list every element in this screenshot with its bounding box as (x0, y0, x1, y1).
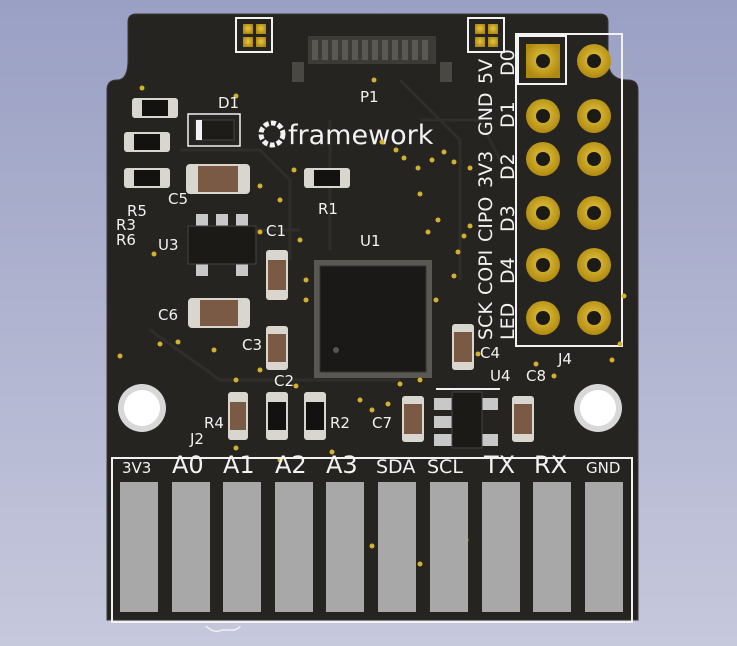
header-pad-icon (526, 196, 560, 230)
edge-pin-label: 3V3 (122, 459, 151, 477)
ref-label-u1: U1 (360, 232, 381, 250)
edge-contact (326, 482, 364, 612)
ref-label-c4: C4 (480, 344, 500, 362)
ic-u4 (434, 388, 500, 449)
header-labels: 5V GND 3V3 CIPO COPI SCK D0 D1 D2 D3 D4 … (475, 49, 519, 340)
header-pin-label: CIPO (475, 197, 497, 242)
header-pin-label: LED (497, 303, 519, 340)
edge-contact (378, 482, 416, 612)
resistor-cluster-left (124, 98, 178, 188)
edge-pin-label: A1 (223, 451, 255, 479)
edge-contact (120, 482, 158, 612)
ref-label-d1: D1 (218, 94, 239, 112)
ref-designators: D1 P1 R5 R3 R6 C5 U3 R1 C1 U1 C6 C3 C2 R… (116, 88, 572, 448)
ref-label-r6: R6 (116, 231, 136, 249)
edge-contact (223, 482, 261, 612)
ref-label-r1: R1 (318, 200, 338, 218)
edge-labels: 3V3 A0 A1 A2 A3 SDA SCL TX RX GND (122, 451, 620, 479)
test-pad-left (235, 17, 273, 53)
header-pad-icon (577, 142, 611, 176)
header-pad-icon (526, 142, 560, 176)
edge-contact (172, 482, 210, 612)
ref-label-c6: C6 (158, 306, 178, 324)
header-pads-right (577, 44, 611, 335)
capacitor-c2 (266, 392, 288, 440)
edge-pin-label: A0 (172, 451, 204, 479)
edge-pin-label: TX (483, 451, 515, 479)
resistor-r2 (304, 392, 326, 440)
ref-label-j4: J4 (557, 350, 572, 368)
header-pin-label: GND (475, 92, 497, 136)
ref-label-u3: U3 (158, 236, 179, 254)
mounting-hole-left-icon (118, 384, 166, 432)
ref-label-c5: C5 (168, 190, 188, 208)
header-pad-square-icon (526, 44, 560, 78)
header-pin-label: D4 (497, 257, 519, 284)
edge-contact (275, 482, 313, 612)
header-pads-left (526, 44, 560, 335)
header-pad-icon (526, 99, 560, 133)
capacitor-c4 (452, 324, 474, 370)
resistor-r4 (228, 392, 248, 440)
header-j4 (515, 33, 623, 347)
ref-label-r5: R5 (127, 202, 147, 220)
framework-logo: framework (258, 120, 434, 151)
capacitor-c8 (512, 396, 534, 442)
test-pad-right (467, 17, 505, 53)
ref-label-r4: R4 (204, 414, 224, 432)
header-pin-label: D2 (497, 153, 519, 180)
header-pad-icon (577, 248, 611, 282)
ref-label-c3: C3 (242, 336, 262, 354)
ic-u3 (187, 214, 257, 276)
header-pin-label: D3 (497, 205, 519, 232)
brand-text: framework (288, 120, 434, 151)
edge-pin-label: GND (586, 459, 620, 477)
header-pin-label: SCK (475, 302, 497, 340)
edge-contact (482, 482, 520, 612)
header-pin-label: COPI (475, 250, 497, 295)
ref-label-c1: C1 (266, 222, 286, 240)
edge-contact (585, 482, 623, 612)
usb-connector-p1 (292, 36, 452, 82)
header-pin-label: 5V (475, 59, 497, 84)
edge-connector-j2 (111, 457, 633, 633)
header-pad-icon (577, 99, 611, 133)
ref-label-u4: U4 (490, 367, 511, 385)
edge-contact (533, 482, 571, 612)
diode-d1 (187, 113, 241, 147)
ref-label-c2: C2 (274, 372, 294, 390)
edge-pin-label: A3 (326, 451, 358, 479)
ref-label-r2: R2 (330, 414, 350, 432)
header-pad-icon (577, 44, 611, 78)
edge-pin-label: SCL (427, 456, 463, 478)
mounting-hole-right-icon (574, 384, 622, 432)
capacitor-c7 (402, 396, 424, 442)
ref-label-p1: P1 (360, 88, 379, 106)
header-pad-icon (577, 196, 611, 230)
header-pad-icon (577, 301, 611, 335)
header-pin-label: D0 (497, 49, 519, 76)
vias (117, 77, 627, 567)
resistor-r1 (304, 168, 350, 188)
ref-label-c7: C7 (372, 414, 392, 432)
capacitor-c5 (186, 164, 250, 194)
capacitor-c3 (266, 326, 288, 370)
header-pad-icon (526, 301, 560, 335)
capacitor-c6 (188, 298, 250, 328)
ref-label-c8: C8 (526, 367, 546, 385)
capacitor-c1 (266, 250, 288, 300)
ref-label-j2: J2 (189, 430, 204, 448)
ref-label-r3: R3 (116, 216, 136, 234)
edge-pin-label: SDA (376, 456, 415, 478)
edge-pin-label: RX (534, 451, 567, 479)
edge-pin-label: A2 (275, 451, 307, 479)
header-pin-label: 3V3 (475, 151, 497, 188)
header-pad-icon (526, 248, 560, 282)
framework-gear-icon (258, 120, 286, 148)
edge-contact (430, 482, 468, 612)
ic-u1 (314, 260, 432, 378)
header-pin-label: D1 (497, 101, 519, 128)
